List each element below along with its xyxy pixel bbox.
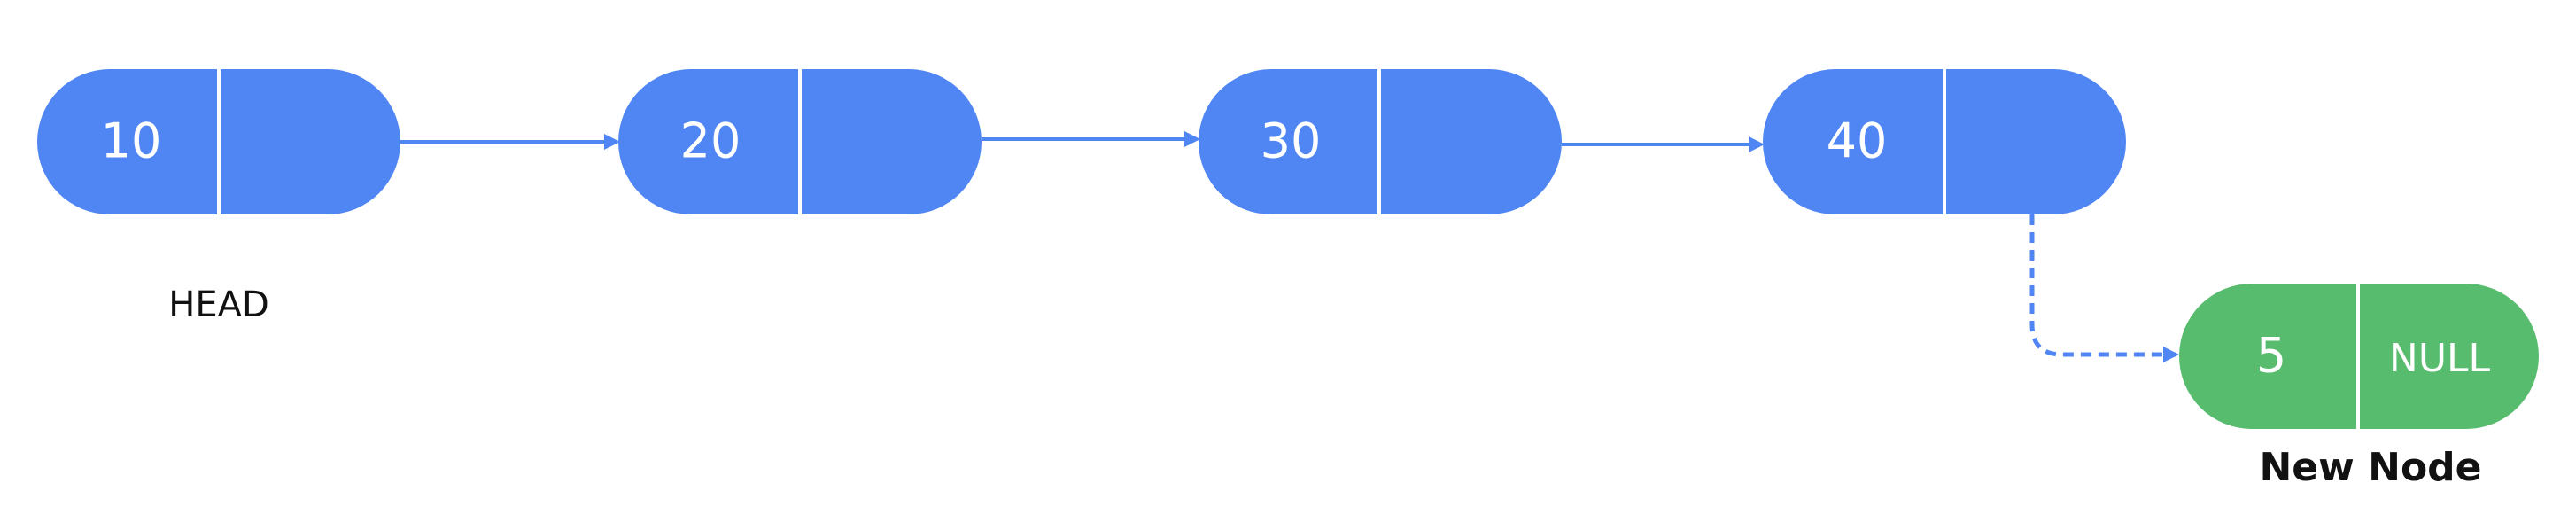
- new-node-value: 5: [2256, 328, 2286, 384]
- node-value: 10: [101, 113, 162, 169]
- new-list-node: 5 NULL: [2179, 284, 2539, 429]
- head-label: HEAD: [168, 284, 269, 325]
- list-node-3: 30: [1199, 69, 1562, 214]
- list-node-1: 10: [37, 69, 400, 214]
- new-link-dashed-arrow: [2029, 214, 2179, 362]
- node-value: 30: [1261, 113, 1322, 169]
- node-value: 20: [680, 113, 741, 169]
- new-node-next-value: NULL: [2389, 336, 2491, 381]
- node-value: 40: [1827, 113, 1888, 169]
- list-node-4: 40: [1763, 69, 2126, 214]
- list-node-2: 20: [618, 69, 982, 214]
- new-node-label: New Node: [2259, 445, 2481, 490]
